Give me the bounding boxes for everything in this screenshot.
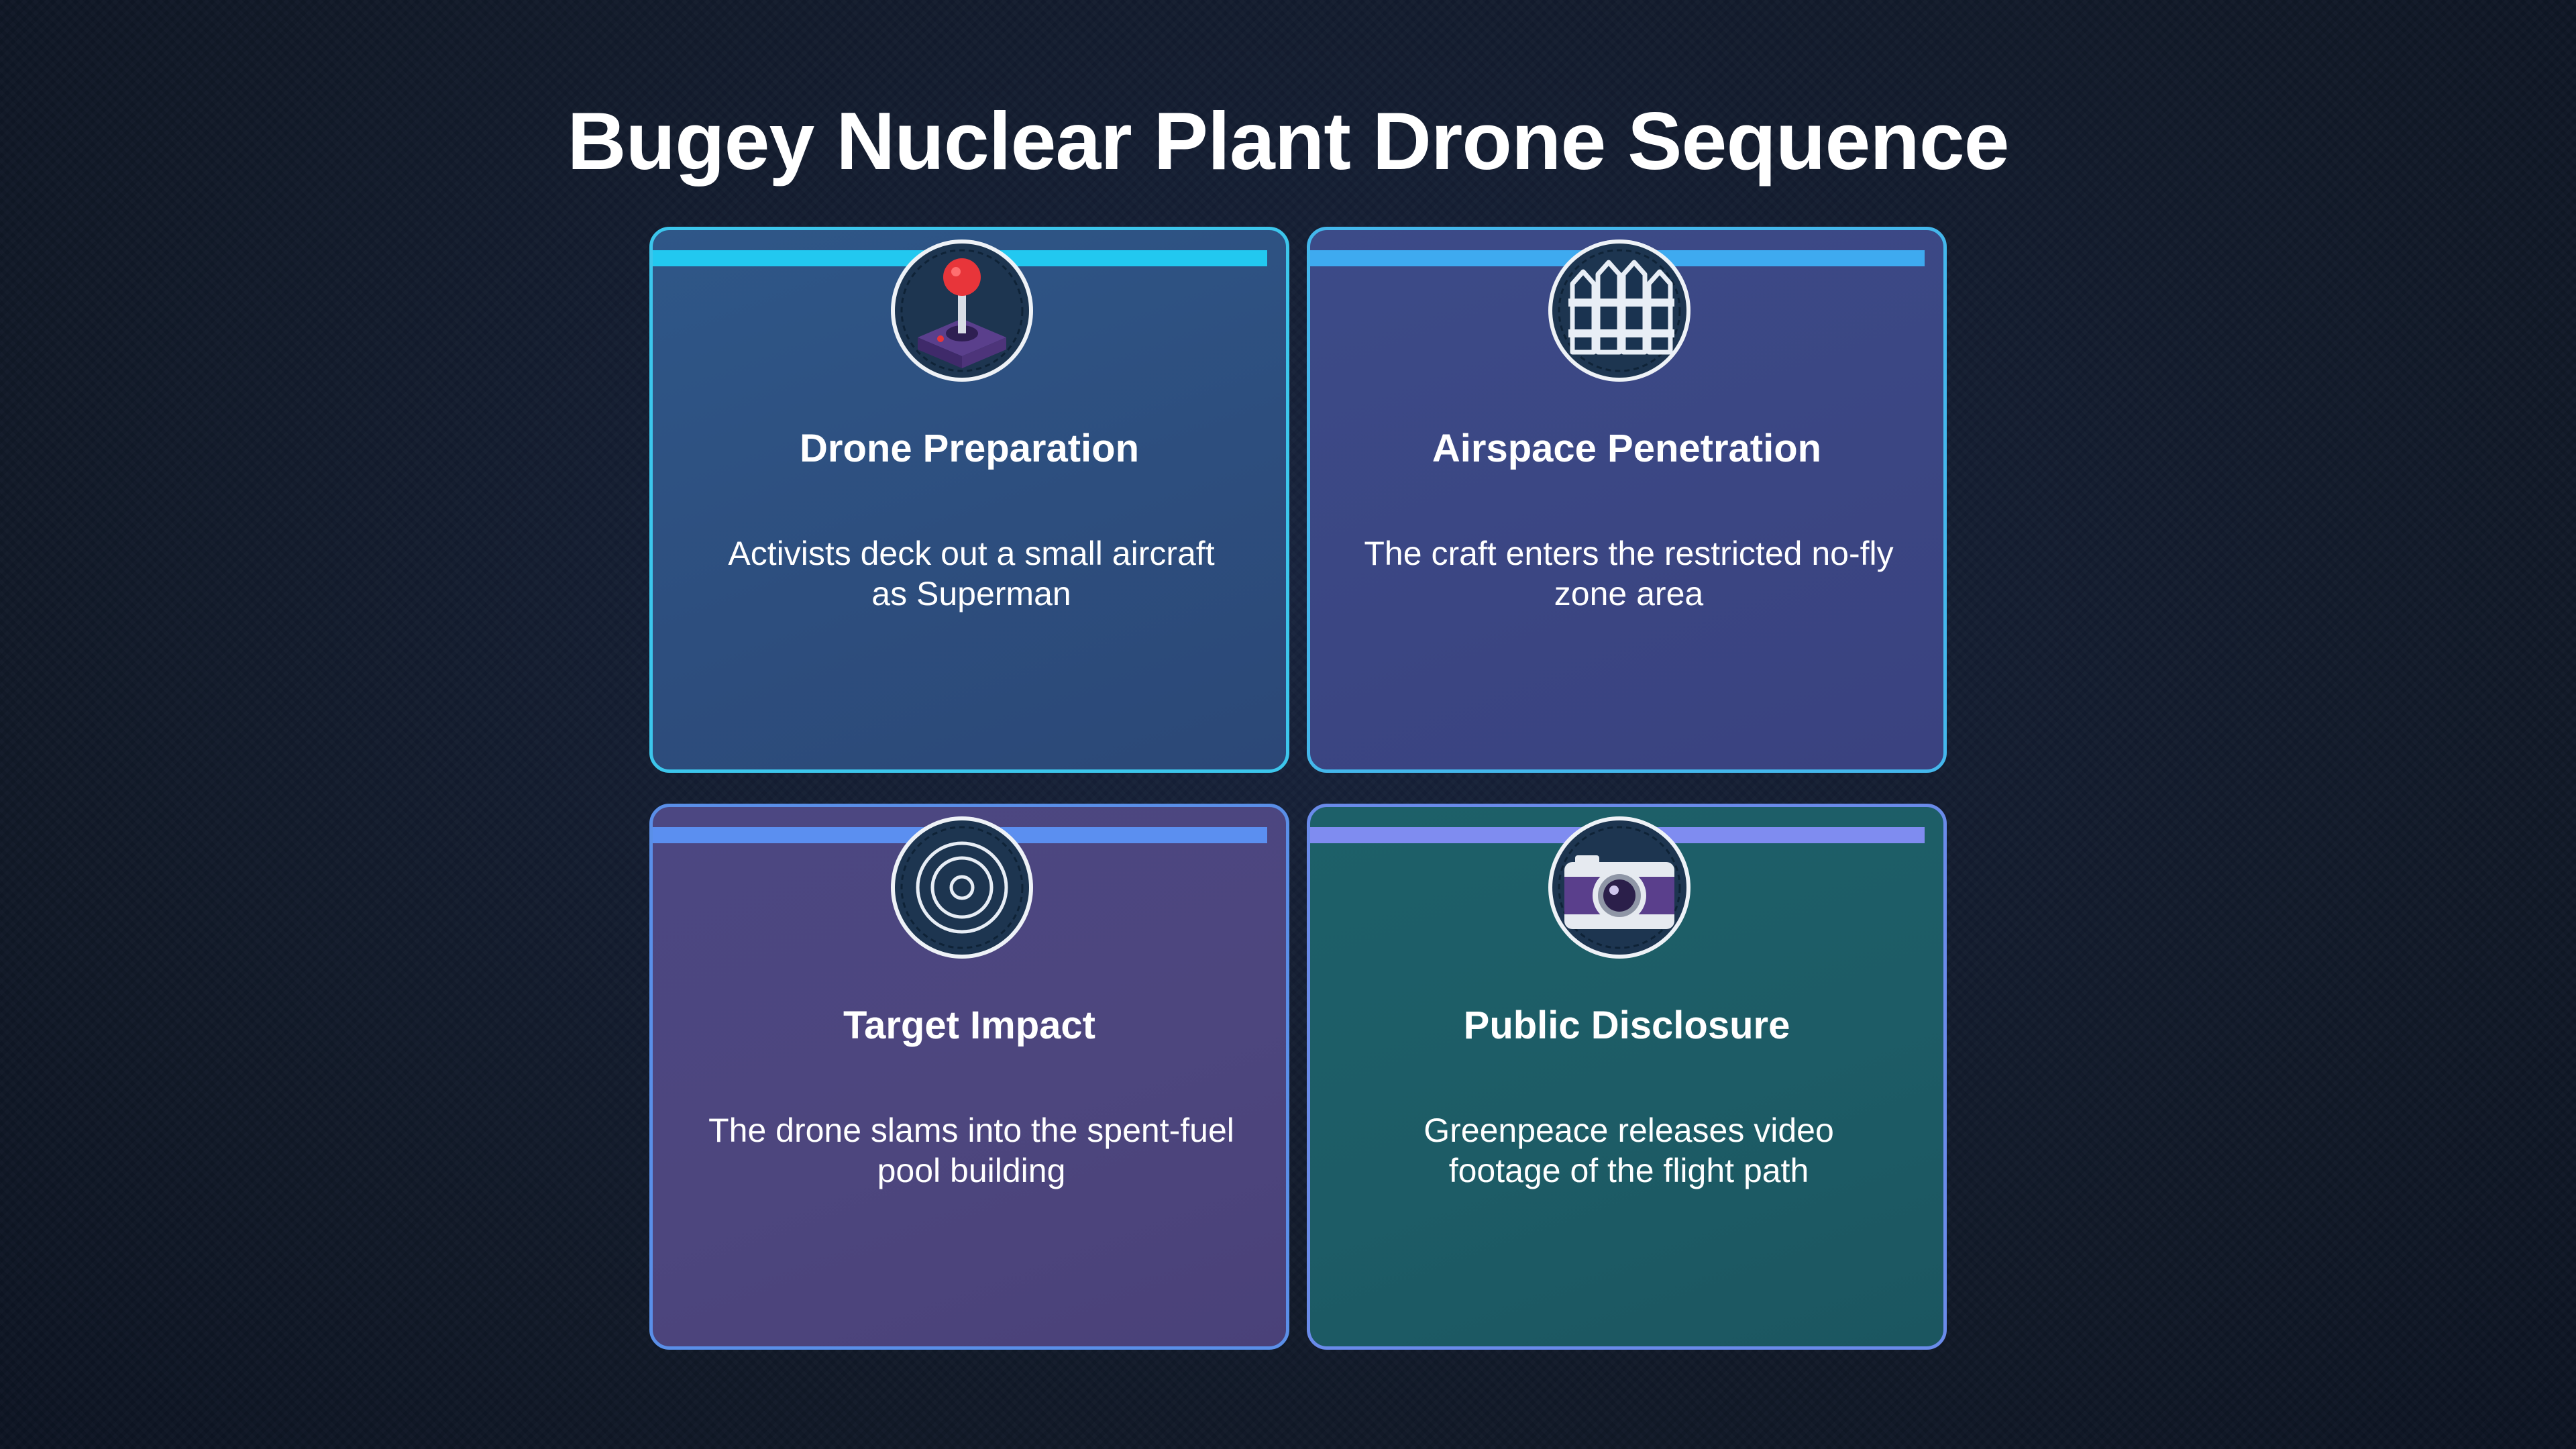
target-icon xyxy=(888,814,1036,961)
card-public-disclosure: Public Disclosure Greenpeace releases vi… xyxy=(1307,804,1947,1350)
fence-icon xyxy=(1546,237,1693,384)
card-title: Target Impact xyxy=(843,1004,1095,1047)
card-drone-preparation: Drone Preparation Activists deck out a s… xyxy=(649,227,1289,773)
card-title: Public Disclosure xyxy=(1463,1004,1790,1047)
card-description: Greenpeace releases video footage of the… xyxy=(1424,1112,1834,1189)
page-title: Bugey Nuclear Plant Drone Sequence xyxy=(567,95,2009,186)
card-title: Airspace Penetration xyxy=(1432,427,1822,470)
card-title: Drone Preparation xyxy=(800,427,1139,470)
card-target-impact: Target Impact The drone slams into the s… xyxy=(649,804,1289,1350)
card-description: The craft enters the restricted no-fly z… xyxy=(1364,535,1894,612)
card-description: Activists deck out a small aircraft as S… xyxy=(728,535,1215,612)
card-airspace-penetration: Airspace Penetration The craft enters th… xyxy=(1307,227,1947,773)
joystick-icon xyxy=(888,237,1036,384)
camera-icon xyxy=(1546,814,1693,961)
card-description: The drone slams into the spent-fuel pool… xyxy=(708,1112,1234,1189)
